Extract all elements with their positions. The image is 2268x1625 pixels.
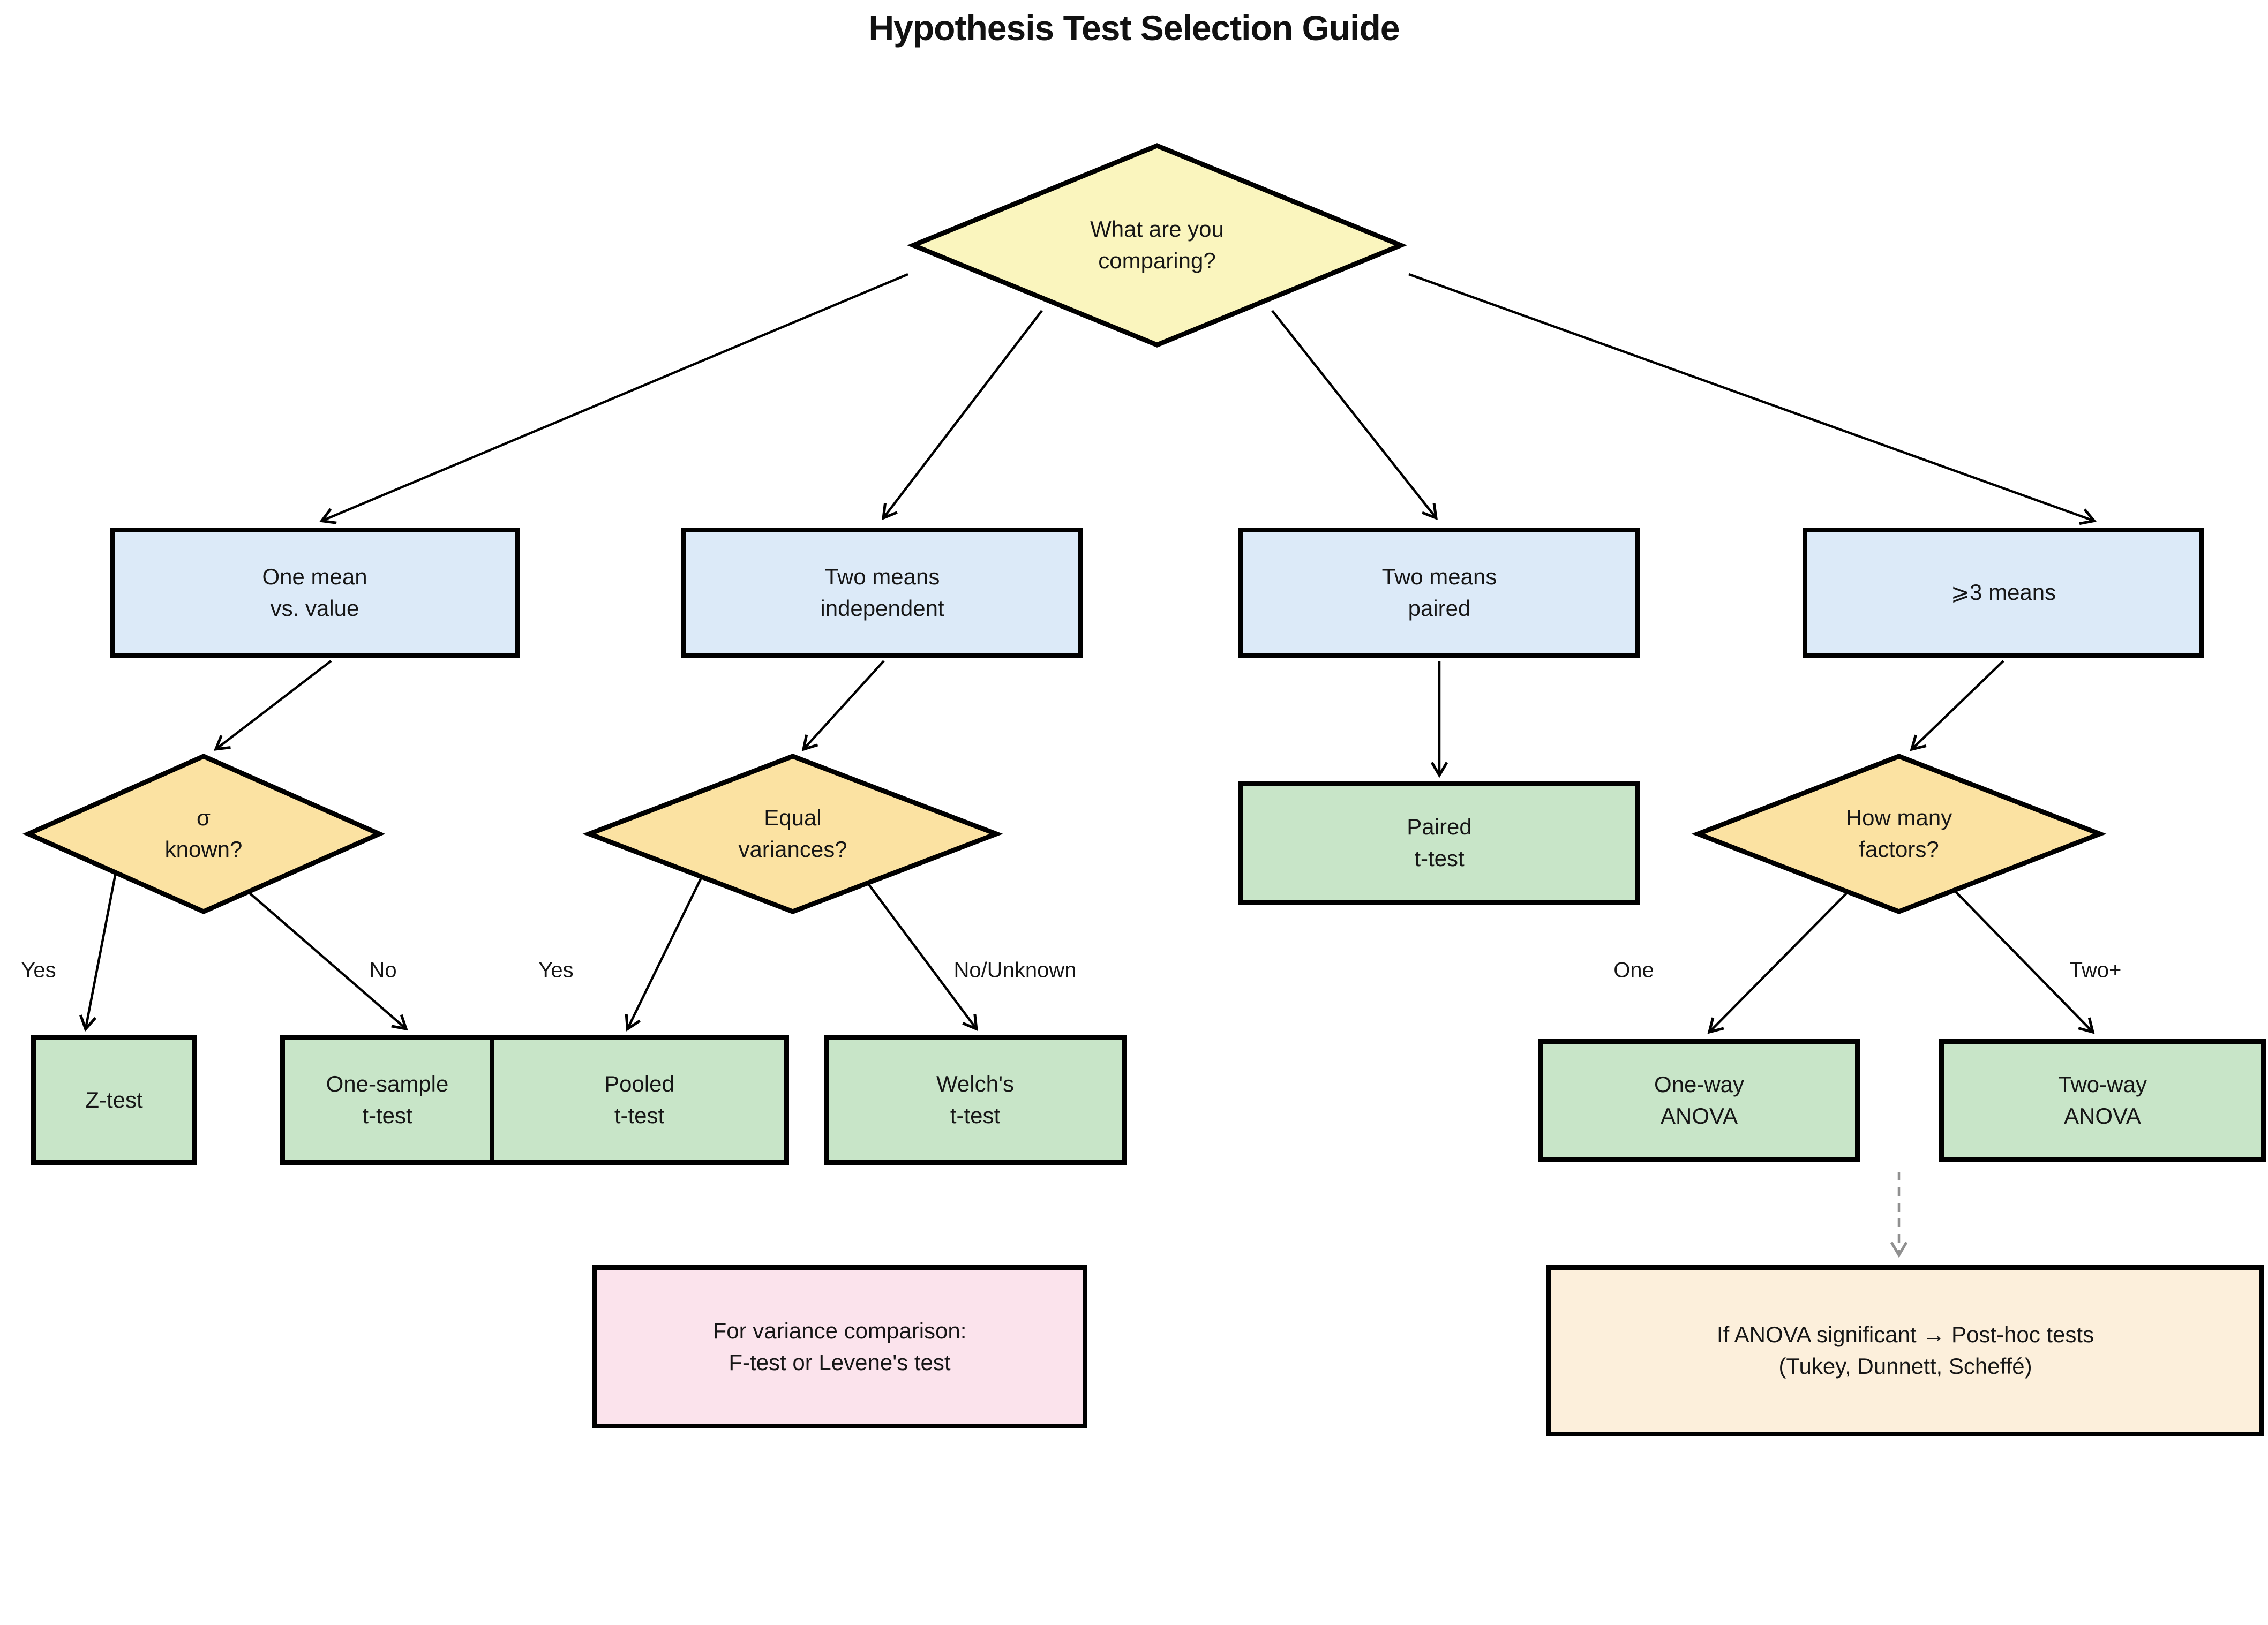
arrow-root-to-two-means-paired <box>1271 310 1438 521</box>
diamond-shape-how-many-factors <box>1691 754 2107 914</box>
node-two-means-independent: Two means independent <box>681 528 1083 658</box>
node-z-test: Z-test <box>31 1035 197 1165</box>
arrow-factors-two-plus-to-two-way-anova <box>1953 889 2095 1034</box>
page-title: Hypothesis Test Selection Guide <box>868 8 1400 48</box>
edge-label-factors-one: One <box>1613 958 1654 982</box>
node-one-sample-t-test: One-sample t-test <box>280 1035 494 1165</box>
diamond-shape-equal-variances <box>582 754 1003 914</box>
diamond-shape-root <box>907 143 1407 348</box>
arrow-root-to-one-mean <box>319 273 908 524</box>
arrow-variance-yes-to-pooled-t-test <box>625 876 703 1032</box>
node-two-way-anova: Two-way ANOVA <box>1939 1039 2266 1162</box>
node-three-plus-means: ⩾3 means <box>1803 528 2204 658</box>
node-one-mean-vs-value: One mean vs. value <box>110 528 520 658</box>
note-posthoc-tests: If ANOVA significant → Post-hoc tests (T… <box>1546 1265 2264 1436</box>
arrow-sigma-yes-to-z-test <box>79 872 117 1032</box>
node-paired-t-test: Paired t-test <box>1238 781 1640 905</box>
edge-label-variance-no-unknown: No/Unknown <box>953 958 1077 982</box>
arrow-one-mean-to-sigma-known <box>213 660 332 751</box>
node-pooled-t-test: Pooled t-test <box>490 1035 789 1165</box>
edge-label-sigma-yes: Yes <box>21 958 56 982</box>
arrow-root-to-two-means-independent <box>882 310 1043 521</box>
edge-label-factors-two-plus: Two+ <box>2069 958 2122 982</box>
arrow-root-to-three-plus-means <box>1408 273 2097 525</box>
edge-label-variance-yes: Yes <box>538 958 574 982</box>
node-two-means-paired: Two means paired <box>1238 528 1640 658</box>
note-variance-comparison: For variance comparison: F-test or Leven… <box>592 1265 1087 1428</box>
arrow-three-plus-means-to-how-many-factors <box>1910 660 2004 751</box>
node-one-way-anova: One-way ANOVA <box>1538 1039 1860 1162</box>
arrow-factors-one-to-one-way-anova <box>1707 891 1849 1034</box>
arrow-variance-no-to-welch-t-test <box>867 882 978 1032</box>
arrow-two-means-independent-to-equal-variances <box>801 660 885 751</box>
arrow-sigma-no-to-one-sample-t-test <box>247 891 408 1031</box>
diamond-shape-sigma-known <box>22 754 386 914</box>
node-welch-t-test: Welch's t-test <box>824 1035 1127 1165</box>
edge-label-sigma-no: No <box>369 958 397 982</box>
